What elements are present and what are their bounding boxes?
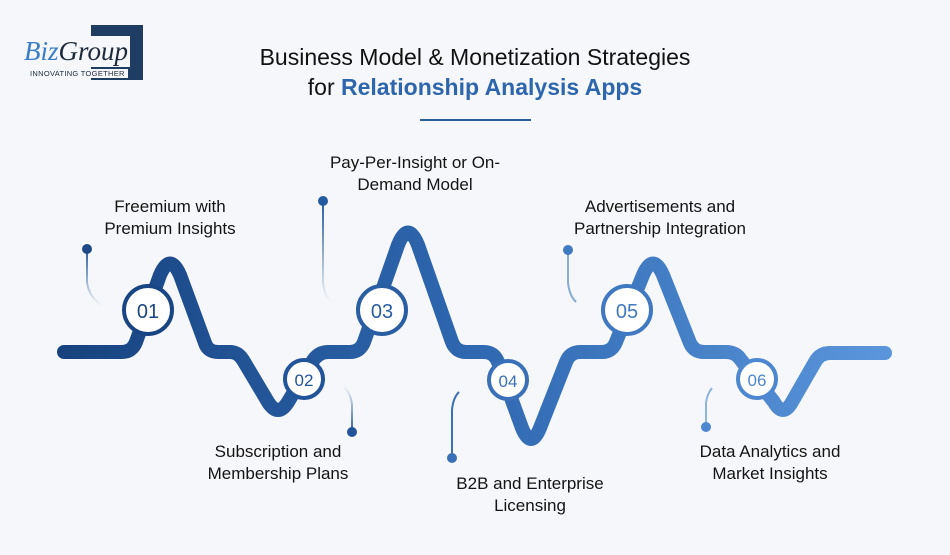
title-line-1: Business Model & Monetization Strategies: [259, 44, 691, 70]
pin-connector-05: [563, 245, 577, 303]
step-03-line-2: Demand Model: [357, 175, 473, 194]
title-prefix: for: [307, 74, 335, 100]
step-02-line-2: Membership Plans: [207, 464, 349, 483]
logo-tagline: INNOVATING TOGETHER: [30, 69, 128, 78]
svg-text:05: 05: [616, 301, 638, 323]
svg-text:04: 04: [499, 372, 518, 391]
bizgroup-logo: BizGroup INNOVATING TOGETHER: [24, 24, 164, 84]
logo-brand-biz: Biz: [24, 36, 59, 66]
step-05-line-1: Advertisements and: [584, 197, 736, 216]
step-label-06: Data Analytics and Market Insights: [665, 441, 875, 485]
logo-wordmark: BizGroup: [24, 36, 131, 66]
title-underline-divider: [420, 119, 531, 121]
step-label-02: Subscription and Membership Plans: [178, 441, 378, 485]
step-label-01: Freemium with Premium Insights: [70, 196, 270, 240]
step-badge-06: 06: [736, 358, 778, 400]
step-badge-03: 03: [356, 284, 408, 336]
title-line-2: for Relationship Analysis Apps: [0, 72, 950, 102]
step-06-line-2: Market Insights: [712, 464, 828, 483]
pin-connector-04: [447, 391, 460, 463]
step-badge-02: 02: [283, 358, 325, 400]
svg-text:06: 06: [748, 371, 767, 390]
step-badge-01: 01: [122, 284, 174, 336]
svg-text:02: 02: [295, 371, 314, 390]
step-06-line-1: Data Analytics and: [699, 442, 841, 461]
step-04-line-1: B2B and Enterprise: [456, 474, 604, 493]
pin-connector-02: [342, 385, 357, 437]
step-badge-04: 04: [487, 359, 529, 401]
step-label-03: Pay-Per-Insight or On- Demand Model: [295, 152, 535, 196]
step-03-line-1: Pay-Per-Insight or On-: [329, 153, 501, 172]
step-label-05: Advertisements and Partnership Integrati…: [545, 196, 775, 240]
page-title: Business Model & Monetization Strategies…: [0, 42, 950, 102]
svg-text:01: 01: [137, 301, 159, 323]
step-01-line-1: Freemium with: [114, 197, 226, 216]
step-02-line-1: Subscription and: [214, 442, 342, 461]
step-label-04: B2B and Enterprise Licensing: [420, 473, 640, 517]
svg-text:03: 03: [371, 301, 393, 323]
title-accent: Relationship Analysis Apps: [341, 74, 643, 100]
pin-connector-01: [82, 244, 104, 307]
pin-connector-06: [701, 387, 713, 432]
wave-path: [57, 225, 892, 446]
step-badge-05: 05: [601, 284, 653, 336]
step-04-line-2: Licensing: [494, 496, 566, 515]
step-05-line-2: Partnership Integration: [574, 219, 746, 238]
pin-connector-03: [318, 196, 332, 303]
step-01-line-2: Premium Insights: [104, 219, 236, 238]
logo-brand-group: Group: [58, 36, 129, 66]
